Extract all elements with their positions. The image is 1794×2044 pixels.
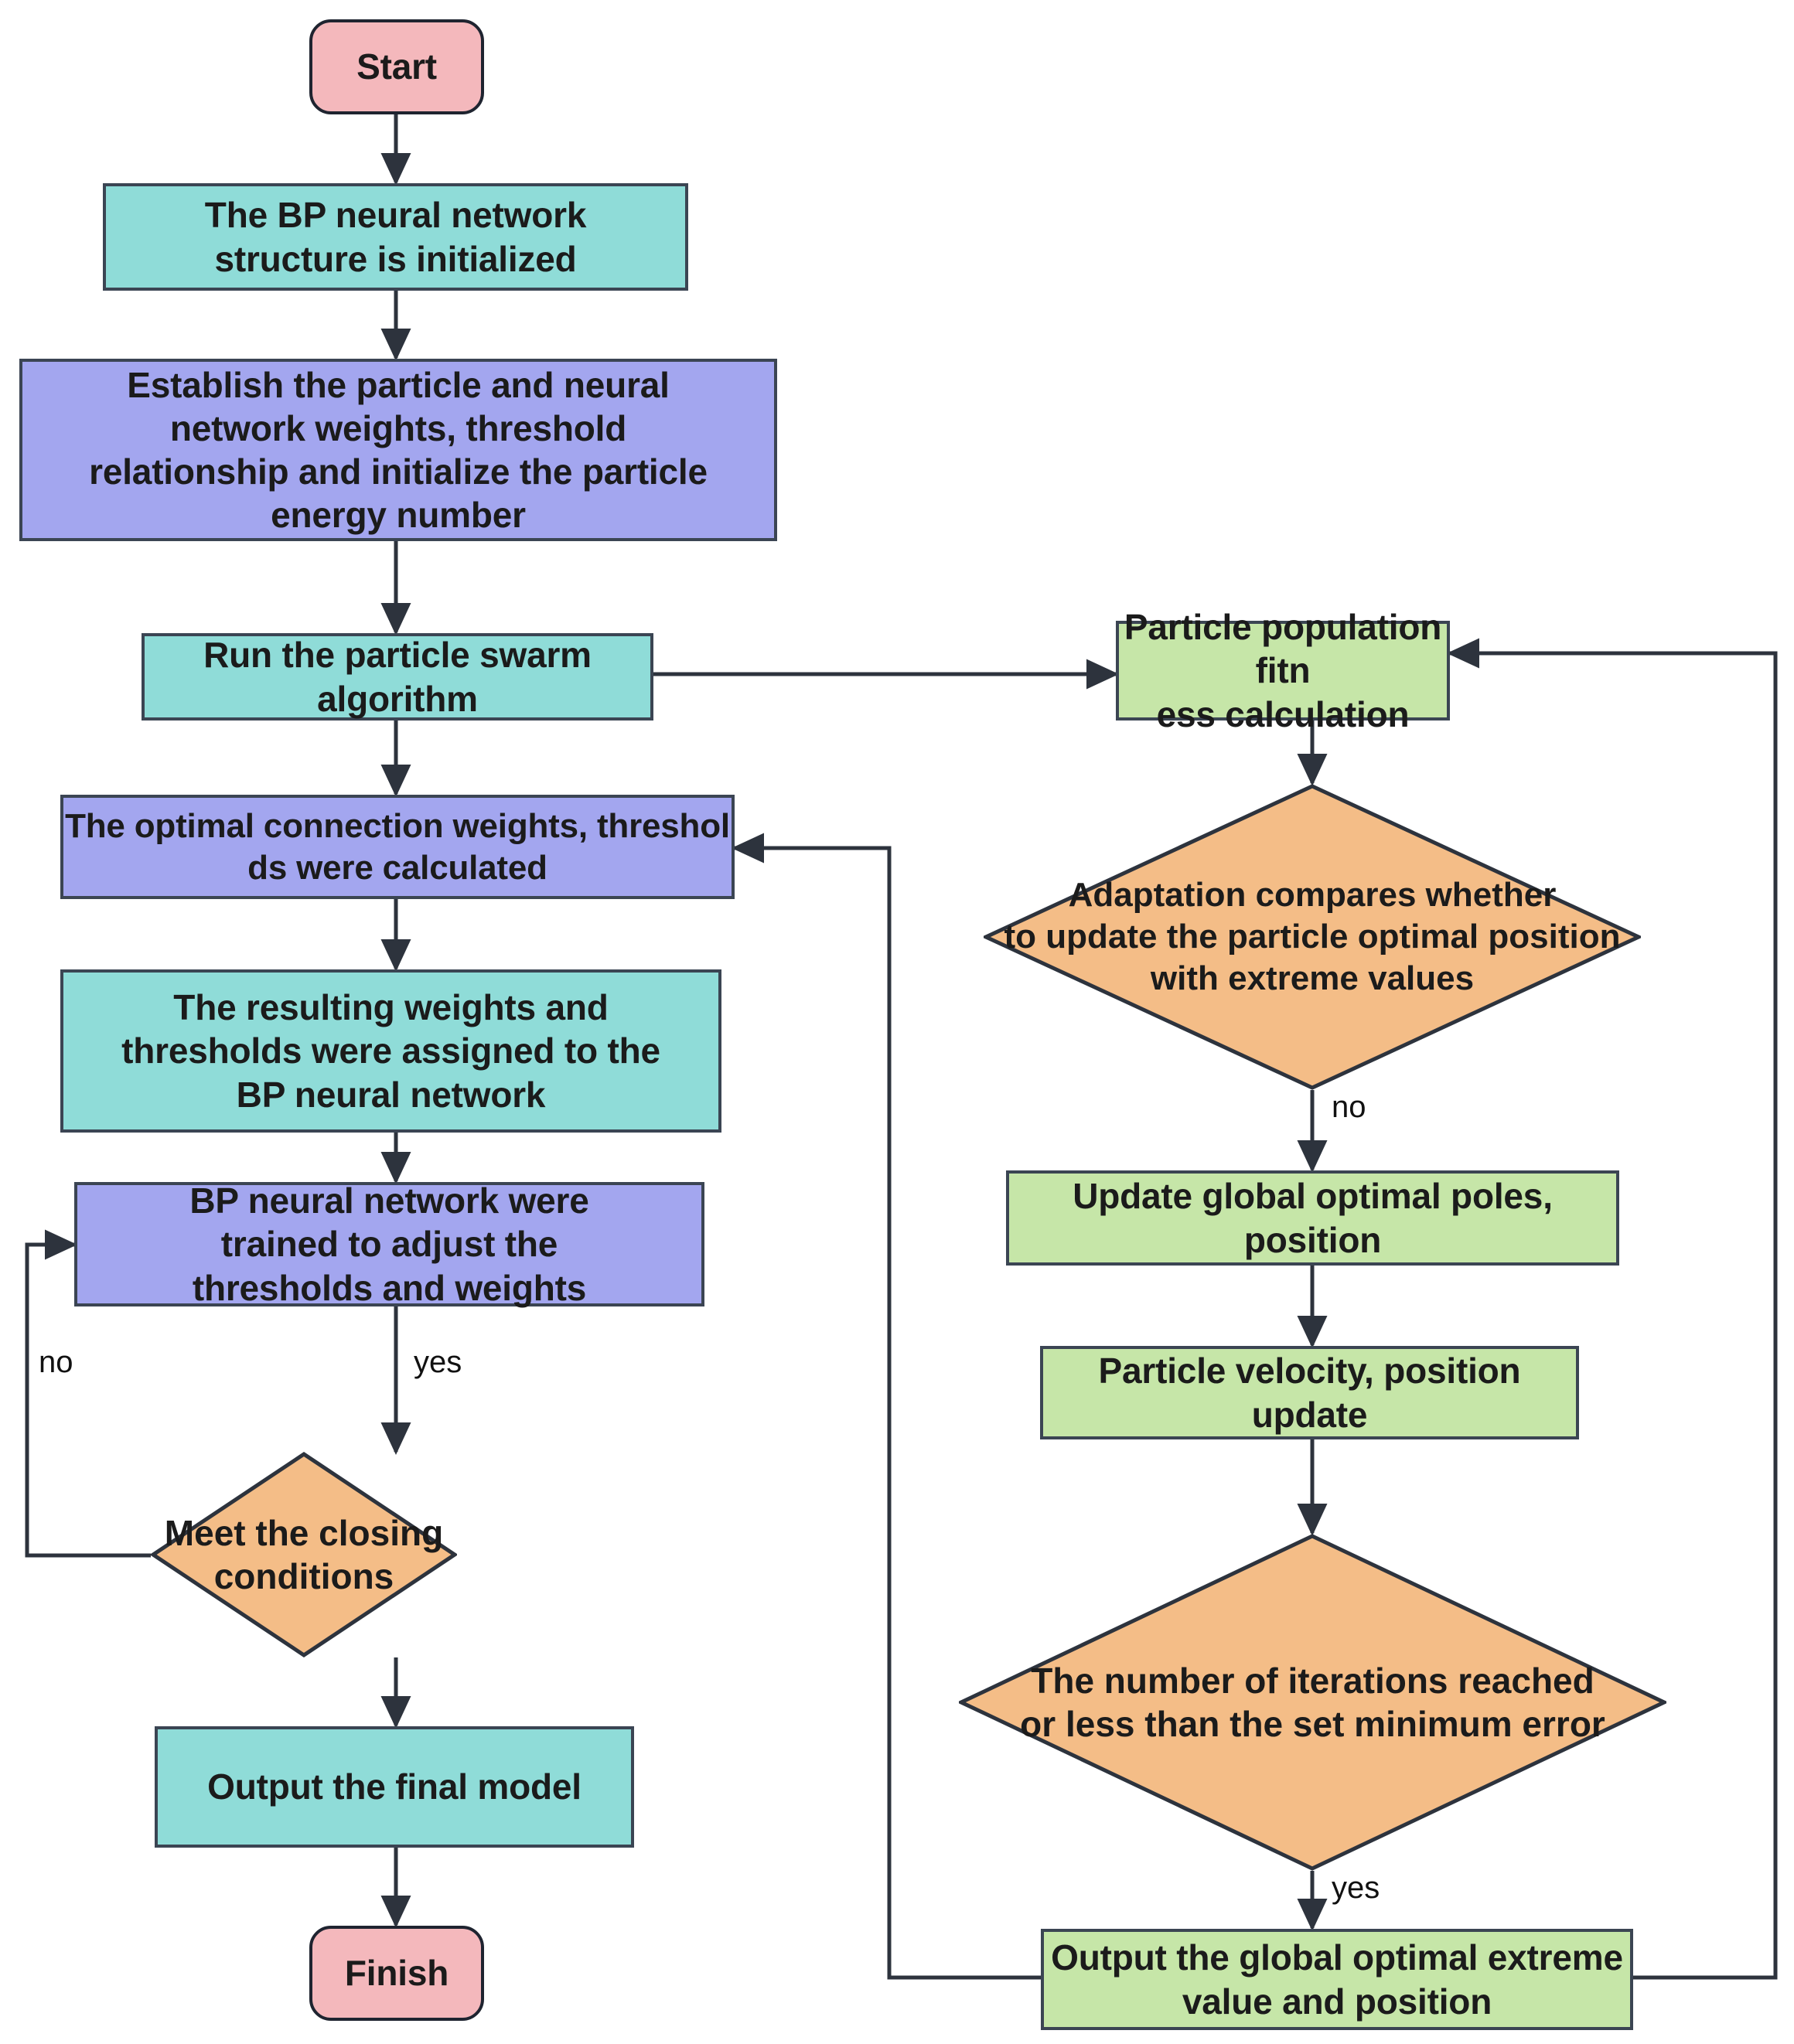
node-finish-label: Finish xyxy=(344,1953,449,1994)
node-start[interactable]: Start xyxy=(309,19,484,114)
node-adaptation-compare[interactable]: Adaptation compares whether to update th… xyxy=(984,784,1641,1090)
node-init-bp-label: The BP neural network structure is initi… xyxy=(204,195,587,279)
node-output-final-model[interactable]: Output the final model xyxy=(155,1726,634,1848)
edge-outputglobal-to-fitness xyxy=(1446,638,1778,1980)
node-adaptation-compare-label: Adaptation compares whether to update th… xyxy=(1004,876,1621,997)
edge-label-closing-yes: yes xyxy=(414,1345,462,1379)
node-meet-closing-conditions[interactable]: Meet the closing conditions xyxy=(151,1452,457,1657)
node-init-bp[interactable]: The BP neural network structure is initi… xyxy=(103,183,688,291)
node-assign-weights-label: The resulting weights and thresholds wer… xyxy=(121,987,660,1115)
diamond-shape xyxy=(959,1534,1666,1871)
node-output-global-optimal-label: Output the global optimal extreme value … xyxy=(1051,1937,1623,2022)
node-fitness-calculation-label: Particle population fitn ess calculation xyxy=(1124,607,1442,734)
edge-closing-no-loop xyxy=(25,1229,151,1558)
edge-label-iterations-yes: yes xyxy=(1332,1871,1380,1905)
node-meet-closing-conditions-label: Meet the closing conditions xyxy=(164,1512,444,1596)
node-train-bp-label: BP neural network were trained to adjust… xyxy=(189,1180,589,1308)
node-assign-weights[interactable]: The resulting weights and thresholds wer… xyxy=(60,969,721,1133)
node-finish[interactable]: Finish xyxy=(309,1926,484,2021)
node-iterations-check[interactable]: The number of iterations reached or less… xyxy=(959,1534,1666,1871)
node-fitness-calculation[interactable]: Particle population fitn ess calculation xyxy=(1116,607,1450,734)
node-iterations-check-label: The number of iterations reached or less… xyxy=(1020,1660,1605,1744)
node-output-final-model-label: Output the final model xyxy=(207,1766,582,1807)
node-establish-particle[interactable]: Establish the particle and neural networ… xyxy=(19,359,777,541)
edge-label-closing-no: no xyxy=(39,1345,73,1379)
node-optimal-weights-label: The optimal connection weights, threshol… xyxy=(65,806,730,887)
node-output-global-optimal[interactable]: Output the global optimal extreme value … xyxy=(1041,1929,1633,2030)
node-update-global-optimal-label: Update global optimal poles, position xyxy=(1073,1176,1553,1260)
edge-label-adaptation-no: no xyxy=(1332,1090,1366,1124)
node-run-pso[interactable]: Run the particle swarm algorithm xyxy=(142,633,653,721)
node-velocity-position-update-label: Particle velocity, position update xyxy=(1098,1351,1521,1435)
edge-outputglobal-to-optimal xyxy=(731,833,1041,1980)
node-update-global-optimal[interactable]: Update global optimal poles, position xyxy=(1006,1170,1619,1266)
node-optimal-weights[interactable]: The optimal connection weights, threshol… xyxy=(60,795,735,899)
node-start-label: Start xyxy=(356,46,437,87)
node-run-pso-label: Run the particle swarm algorithm xyxy=(203,635,592,719)
node-train-bp[interactable]: BP neural network were trained to adjust… xyxy=(74,1180,704,1308)
diamond-shape xyxy=(984,784,1641,1090)
node-velocity-position-update[interactable]: Particle velocity, position update xyxy=(1040,1346,1579,1439)
diamond-shape xyxy=(151,1452,457,1657)
node-establish-particle-label: Establish the particle and neural networ… xyxy=(89,364,708,536)
